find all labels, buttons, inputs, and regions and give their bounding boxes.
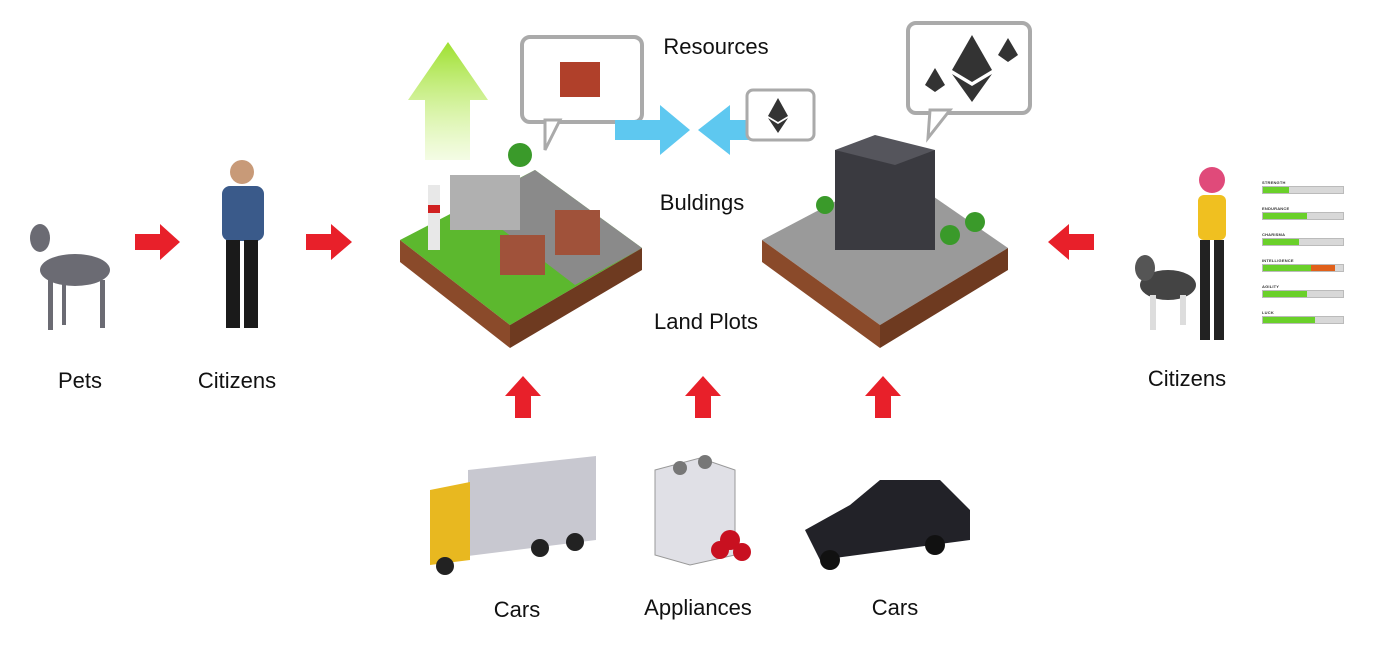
stat-bar-fill [1263,239,1299,245]
car-icon [805,480,970,570]
ethereum-icon [998,38,1018,62]
stat-bar-fill [1263,213,1307,219]
stat-bar [1262,238,1344,246]
pet-dog-icon [30,224,110,330]
stat-row: ENDURANCE [1262,206,1346,232]
citizen-stats-panel: STRENGTH ENDURANCE CHARISMA INTELLIGENCE AGI… [1262,180,1346,336]
stat-name: INTELLIGENCE [1262,258,1294,263]
eth-bubble-small [745,88,816,142]
bricks-icon [560,62,600,97]
ethereum-icon [925,68,945,92]
stat-bar-fill [1263,265,1311,271]
citizen-man-icon [222,160,264,328]
blue-exchange-arrows [615,105,770,155]
stat-bar-fill [1263,187,1290,193]
stat-name: ENDURANCE [1262,206,1290,211]
resources-bubble [520,35,644,151]
label-pets: Pets [57,368,103,393]
arrow-up-icon [685,376,721,418]
label-cars-right: Cars [871,595,919,620]
eth-bubble-large [906,21,1032,143]
stat-bar-fill [1263,317,1315,323]
land-plot-factory [400,143,642,348]
ethereum-icon [952,35,992,82]
citizen-woman-icon [1198,167,1226,340]
land-plot-office [762,135,1008,348]
arrow-up-icon [505,376,541,418]
stat-bar [1262,212,1344,220]
arrow-up-icon [865,376,901,418]
truck-icon [430,456,596,575]
stat-bar [1262,186,1344,194]
label-cars-left: Cars [493,597,541,622]
arrow-left-icon [698,105,770,155]
ethereum-icon [768,98,788,122]
label-buildings: Buldings [659,190,745,215]
stat-bar-fill [1263,291,1307,297]
appliance-hvac-icon [654,455,751,566]
arrow-right-icon [306,224,352,260]
label-appliances: Appliances [644,595,752,620]
arrow-right-icon [615,105,690,155]
stat-row: CHARISMA [1262,232,1346,258]
growth-arrow-icon [408,42,488,160]
stat-bar-extra [1311,265,1335,271]
stat-name: AGILITY [1262,284,1280,289]
stat-bar [1262,264,1344,272]
stat-name: CHARISMA [1262,232,1286,237]
red-arrows [135,224,1094,418]
stat-name: STRENGTH [1262,180,1286,185]
stat-bar [1262,316,1344,324]
stat-row: LUCK [1262,310,1346,336]
arrow-left-icon [1048,224,1094,260]
label-citizens-right: Citizens [1147,366,1227,391]
husky-dog-icon [1135,255,1196,330]
arrow-right-icon [135,224,180,260]
label-resources: Resources [663,34,769,59]
stat-name: LUCK [1262,310,1274,315]
stat-row: AGILITY [1262,284,1346,310]
label-land-plots: Land Plots [654,309,758,334]
label-citizens-left: Citizens [197,368,277,393]
stat-row: STRENGTH [1262,180,1346,206]
stat-row: INTELLIGENCE [1262,258,1346,284]
stat-bar [1262,290,1344,298]
